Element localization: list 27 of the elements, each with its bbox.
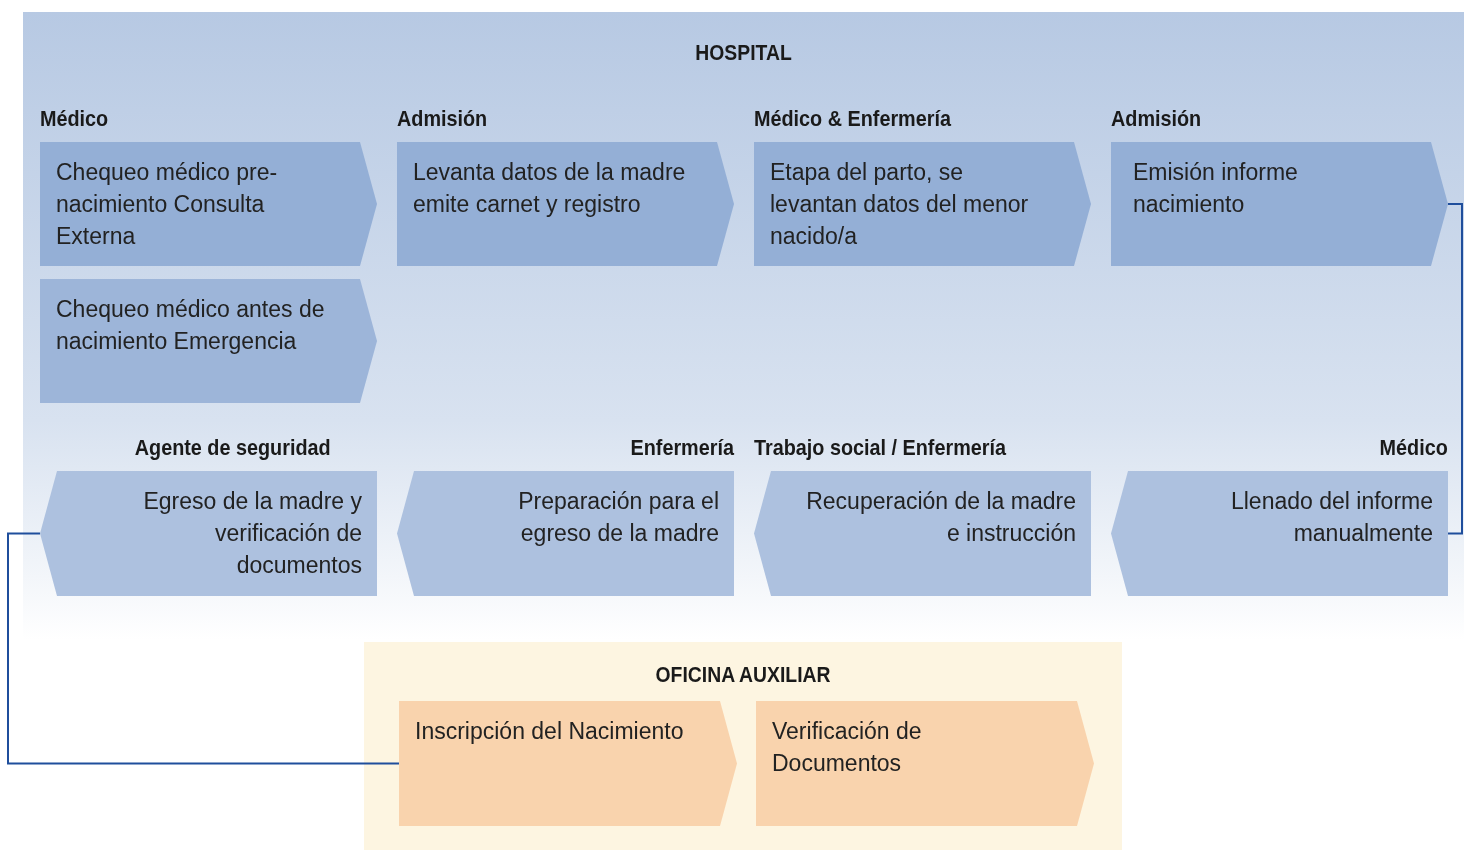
role-heading: Médico & Enfermería xyxy=(754,106,951,132)
step-text: Recuperación de la madre e instrucción xyxy=(806,487,1076,548)
role-heading: Trabajo social / Enfermería xyxy=(754,435,1006,461)
connector-line xyxy=(1447,203,1463,535)
role-heading: Agente de seguridad xyxy=(135,435,331,461)
process-step xyxy=(40,279,377,403)
process-step xyxy=(399,701,737,826)
step-text: Emisión informe nacimiento xyxy=(1133,158,1299,219)
step-text: Levanta datos de la madre emite carnet y registro xyxy=(413,158,687,219)
step-text: Etapa del parto, se levantan datos del menor nacido/a xyxy=(770,158,1030,251)
step-text: Verificación de Documentos xyxy=(772,717,923,778)
role-heading: Admisión xyxy=(1111,106,1202,132)
process-step xyxy=(756,701,1094,826)
step-text: Egreso de la madre y verificación de documentos xyxy=(142,487,362,580)
role-heading: Médico xyxy=(40,106,109,132)
connector-line xyxy=(7,532,400,765)
step-text: Chequeo médico antes de nacimiento Emergencia xyxy=(56,295,326,356)
role-heading: Enfermería xyxy=(630,435,734,461)
role-heading: Médico xyxy=(1379,435,1448,461)
role-heading: Admisión xyxy=(397,106,488,132)
step-text: Preparación para el egreso de la madre xyxy=(517,487,719,548)
panel-title: HOSPITAL xyxy=(694,40,793,66)
step-text: Chequeo médico pre-nacimiento Consulta Externa xyxy=(56,158,279,251)
step-text: Inscripción del Nacimiento xyxy=(415,717,685,746)
step-text: Llenado del informe manualmente xyxy=(1229,487,1433,548)
office-panel xyxy=(364,642,1122,850)
panel-title: OFICINA AUXILIAR xyxy=(654,662,832,688)
